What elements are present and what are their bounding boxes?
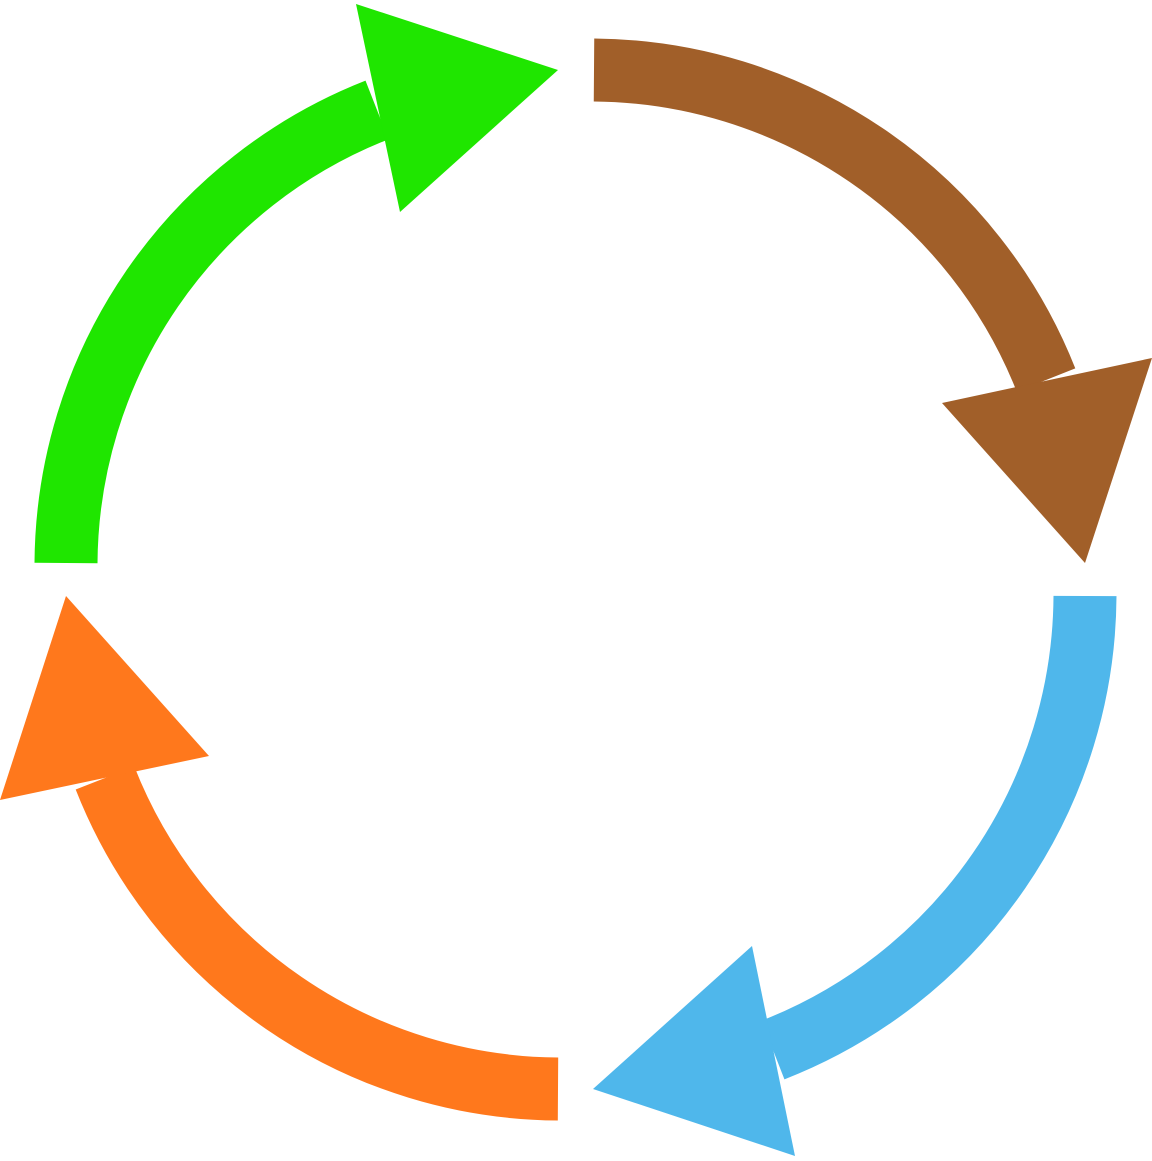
arrow-bottom-right-shaft [761,595,1117,1080]
arrow-top-right [593,38,1152,563]
arrow-bottom-right [593,595,1117,1156]
arrow-top-left-shaft [34,80,389,564]
arrow-top-right-shaft [593,38,1076,392]
arrow-bottom-left-head [0,596,209,800]
arrow-top-left-head [356,4,558,212]
arrow-bottom-left [0,596,559,1121]
arrow-bottom-right-head [593,946,795,1156]
arrow-top-right-head [942,358,1152,563]
arrow-top-left [34,4,558,564]
arrow-bottom-left-shaft [75,766,559,1121]
